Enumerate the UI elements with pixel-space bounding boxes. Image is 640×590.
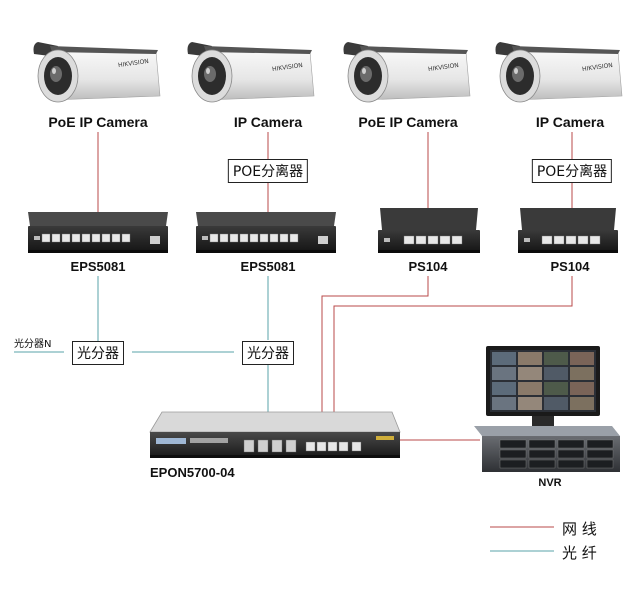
optical-splitter-1: 光分器 — [72, 341, 124, 365]
switch-eps5081-2 — [196, 212, 336, 253]
switch-port — [219, 233, 229, 243]
switch-port — [209, 233, 219, 243]
olt-eth-port — [305, 441, 316, 452]
nvr-screen-thumbnails — [492, 352, 594, 410]
switch-port — [565, 235, 577, 245]
switch-label-1: EPS5081 — [70, 259, 126, 274]
camera-icon — [495, 42, 623, 103]
switch-port — [249, 233, 259, 243]
switch-port — [403, 235, 415, 245]
switch-port — [439, 235, 451, 245]
cable-sw4-olt — [333, 276, 573, 440]
optical-splitter-2: 光分器 — [242, 341, 294, 365]
switch-label-3: PS104 — [408, 259, 448, 274]
switch-label-4: PS104 — [550, 259, 590, 274]
nvr-drive-bay — [557, 439, 585, 449]
olt-pon-port — [243, 439, 255, 453]
optical-splitter-n-label: 光分器N — [14, 339, 52, 350]
switch-ports — [34, 233, 601, 245]
nvr-drive-bay — [499, 439, 527, 449]
switch-port — [81, 233, 91, 243]
switch-port — [289, 233, 299, 243]
connection-lines — [14, 132, 573, 441]
nvr-drive-bays — [499, 439, 614, 469]
switch-port — [71, 233, 81, 243]
switch-port — [427, 235, 439, 245]
switch-port — [541, 235, 553, 245]
camera-label-3: PoE IP Camera — [358, 114, 458, 130]
switch-port — [577, 235, 589, 245]
nvr-drive-bay — [499, 449, 527, 459]
switch-port — [269, 233, 279, 243]
olt-logo-icon — [156, 438, 186, 444]
olt-ports — [243, 439, 362, 453]
olt-pon-port — [285, 439, 297, 453]
camera-label-4: IP Camera — [535, 114, 605, 130]
switch-port — [121, 233, 131, 243]
nvr-drive-bay — [586, 449, 614, 459]
nvr-drive-bay — [557, 449, 585, 459]
switch-port — [259, 233, 269, 243]
switch-port — [111, 233, 121, 243]
nvr-drive-bay — [586, 459, 614, 469]
olt-eth-port — [327, 441, 338, 452]
olt-label: EPON5700-04 — [150, 465, 235, 480]
switch-port — [415, 235, 427, 245]
nvr-drive-bay — [586, 439, 614, 449]
olt-eth-port — [338, 441, 349, 452]
nvr-drive-bay — [528, 459, 556, 469]
nvr-drive-bay — [528, 439, 556, 449]
nvr-monitor — [486, 346, 600, 426]
camera-label-2: IP Camera — [233, 114, 303, 130]
legend-network-cable-label: 网 线 — [562, 520, 597, 538]
switch-port — [589, 235, 601, 245]
olt-pon-port — [257, 439, 269, 453]
switch-port — [51, 233, 61, 243]
nvr-label: NVR — [538, 477, 562, 489]
cable-sw3-olt — [321, 276, 429, 440]
switch-port — [229, 233, 239, 243]
olt-eth-port — [316, 441, 327, 452]
nvr-drive-bay — [557, 459, 585, 469]
switch-port — [41, 233, 51, 243]
nvr-drive-bay — [499, 459, 527, 469]
switch-eps5081-1 — [28, 212, 168, 253]
switch-port — [279, 233, 289, 243]
olt-pon-port — [271, 439, 283, 453]
switch-port — [91, 233, 101, 243]
switch-ps104-2 — [518, 208, 618, 253]
camera-label-1: PoE IP Camera — [48, 114, 148, 130]
nvr-drive-bay — [528, 449, 556, 459]
poe-splitter-1: POE分离器 — [227, 159, 309, 183]
switch-ps104-1 — [378, 208, 480, 253]
switch-port — [101, 233, 111, 243]
camera-group — [33, 42, 623, 103]
switch-port — [553, 235, 565, 245]
switch-port — [239, 233, 249, 243]
legend-fiber-label: 光 纤 — [562, 544, 597, 562]
camera-icon — [343, 42, 471, 103]
camera-icon — [33, 42, 161, 103]
switch-port — [61, 233, 71, 243]
switch-port — [451, 235, 463, 245]
switch-label-2: EPS5081 — [240, 259, 296, 274]
nvr-recorder — [474, 426, 620, 472]
poe-splitter-2: POE分离器 — [531, 159, 613, 183]
camera-icon — [187, 42, 315, 103]
